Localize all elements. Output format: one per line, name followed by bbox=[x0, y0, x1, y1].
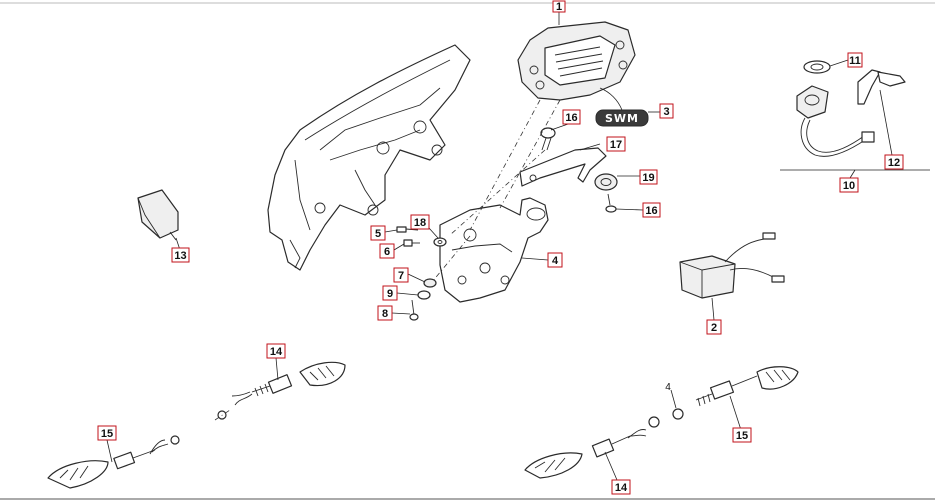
screw-top bbox=[540, 127, 556, 151]
callout-17-label: 17 bbox=[610, 139, 622, 151]
callout-1-label: 1 bbox=[556, 1, 562, 13]
swm-emblem: SWM bbox=[595, 87, 649, 127]
callout-12-label: 12 bbox=[888, 157, 900, 169]
callout-9-label: 9 bbox=[387, 288, 393, 300]
callout-16-top: 16 bbox=[562, 109, 581, 125]
callout-12: 12 bbox=[884, 154, 904, 170]
callout-5: 5 bbox=[370, 225, 386, 241]
callout-16-bottom: 16 bbox=[642, 202, 661, 218]
rubber-9 bbox=[417, 290, 431, 300]
washer-18 bbox=[433, 237, 447, 247]
callout-9: 9 bbox=[382, 285, 398, 301]
turn-signal-left-upper bbox=[214, 361, 346, 421]
callout-8: 8 bbox=[377, 305, 393, 321]
callout-5-label: 5 bbox=[375, 228, 381, 240]
callout-11: 11 bbox=[847, 52, 863, 68]
callout-16-top-label: 16 bbox=[565, 112, 577, 124]
instrument-cluster bbox=[517, 21, 636, 101]
callout-6-label: 6 bbox=[384, 246, 390, 258]
callout-11-label: 11 bbox=[849, 55, 861, 67]
screw-bottom bbox=[605, 193, 617, 213]
callout-4-bracket-label: 4 bbox=[552, 255, 559, 267]
turn-signal-left-lower bbox=[47, 435, 180, 489]
turn-signal-right-lower bbox=[524, 416, 660, 479]
headlight-fairing bbox=[267, 44, 471, 271]
callout-10-label: 10 bbox=[843, 180, 855, 192]
callout-19: 19 bbox=[639, 169, 658, 185]
ignition-switch-assembly bbox=[780, 60, 930, 179]
callout-7-label: 7 bbox=[398, 270, 404, 282]
callout-18-label: 18 bbox=[414, 217, 426, 229]
callout-14-right: 14 bbox=[611, 479, 631, 495]
callout-15-right-label: 15 bbox=[736, 430, 748, 442]
assembly-lines bbox=[431, 99, 561, 283]
callout-4-nut-label: 4 bbox=[665, 382, 671, 393]
callout-10: 10 bbox=[839, 177, 859, 193]
bolt-6 bbox=[403, 239, 420, 247]
leader-lines bbox=[106, 12, 893, 481]
callout-15-left-label: 15 bbox=[101, 428, 113, 440]
callout-6: 6 bbox=[379, 243, 395, 259]
switch-knob bbox=[594, 173, 618, 191]
callout-17: 17 bbox=[606, 136, 626, 152]
screw-8 bbox=[409, 299, 419, 321]
callout-7: 7 bbox=[393, 267, 409, 283]
electronic-module bbox=[679, 232, 785, 299]
callout-2-label: 2 bbox=[711, 322, 717, 334]
callout-14-left-label: 14 bbox=[270, 346, 283, 358]
callout-19-label: 19 bbox=[642, 172, 654, 184]
side-bracket bbox=[519, 147, 607, 187]
turn-signal-right-upper bbox=[672, 366, 799, 420]
callout-13-label: 13 bbox=[174, 250, 186, 262]
emblem-text: SWM bbox=[605, 112, 639, 125]
callout-3-label: 3 bbox=[663, 106, 669, 118]
callout-2: 2 bbox=[706, 319, 722, 335]
callout-16-bottom-label: 16 bbox=[645, 205, 657, 217]
callout-8-label: 8 bbox=[382, 308, 388, 320]
relay bbox=[137, 189, 179, 241]
callout-4-bracket: 4 bbox=[547, 252, 563, 268]
callout-4-nut: 4 bbox=[665, 382, 671, 393]
callout-15-right: 15 bbox=[732, 427, 752, 443]
callout-14-right-label: 14 bbox=[615, 482, 628, 494]
callout-15-left: 15 bbox=[97, 425, 117, 441]
callout-18: 18 bbox=[410, 214, 430, 230]
spacer-7 bbox=[423, 278, 437, 288]
mounting-bracket bbox=[439, 197, 549, 303]
callout-3: 3 bbox=[659, 103, 674, 119]
callout-1: 1 bbox=[552, 0, 566, 13]
callout-14-left: 14 bbox=[266, 343, 286, 359]
callout-13: 13 bbox=[171, 247, 190, 263]
